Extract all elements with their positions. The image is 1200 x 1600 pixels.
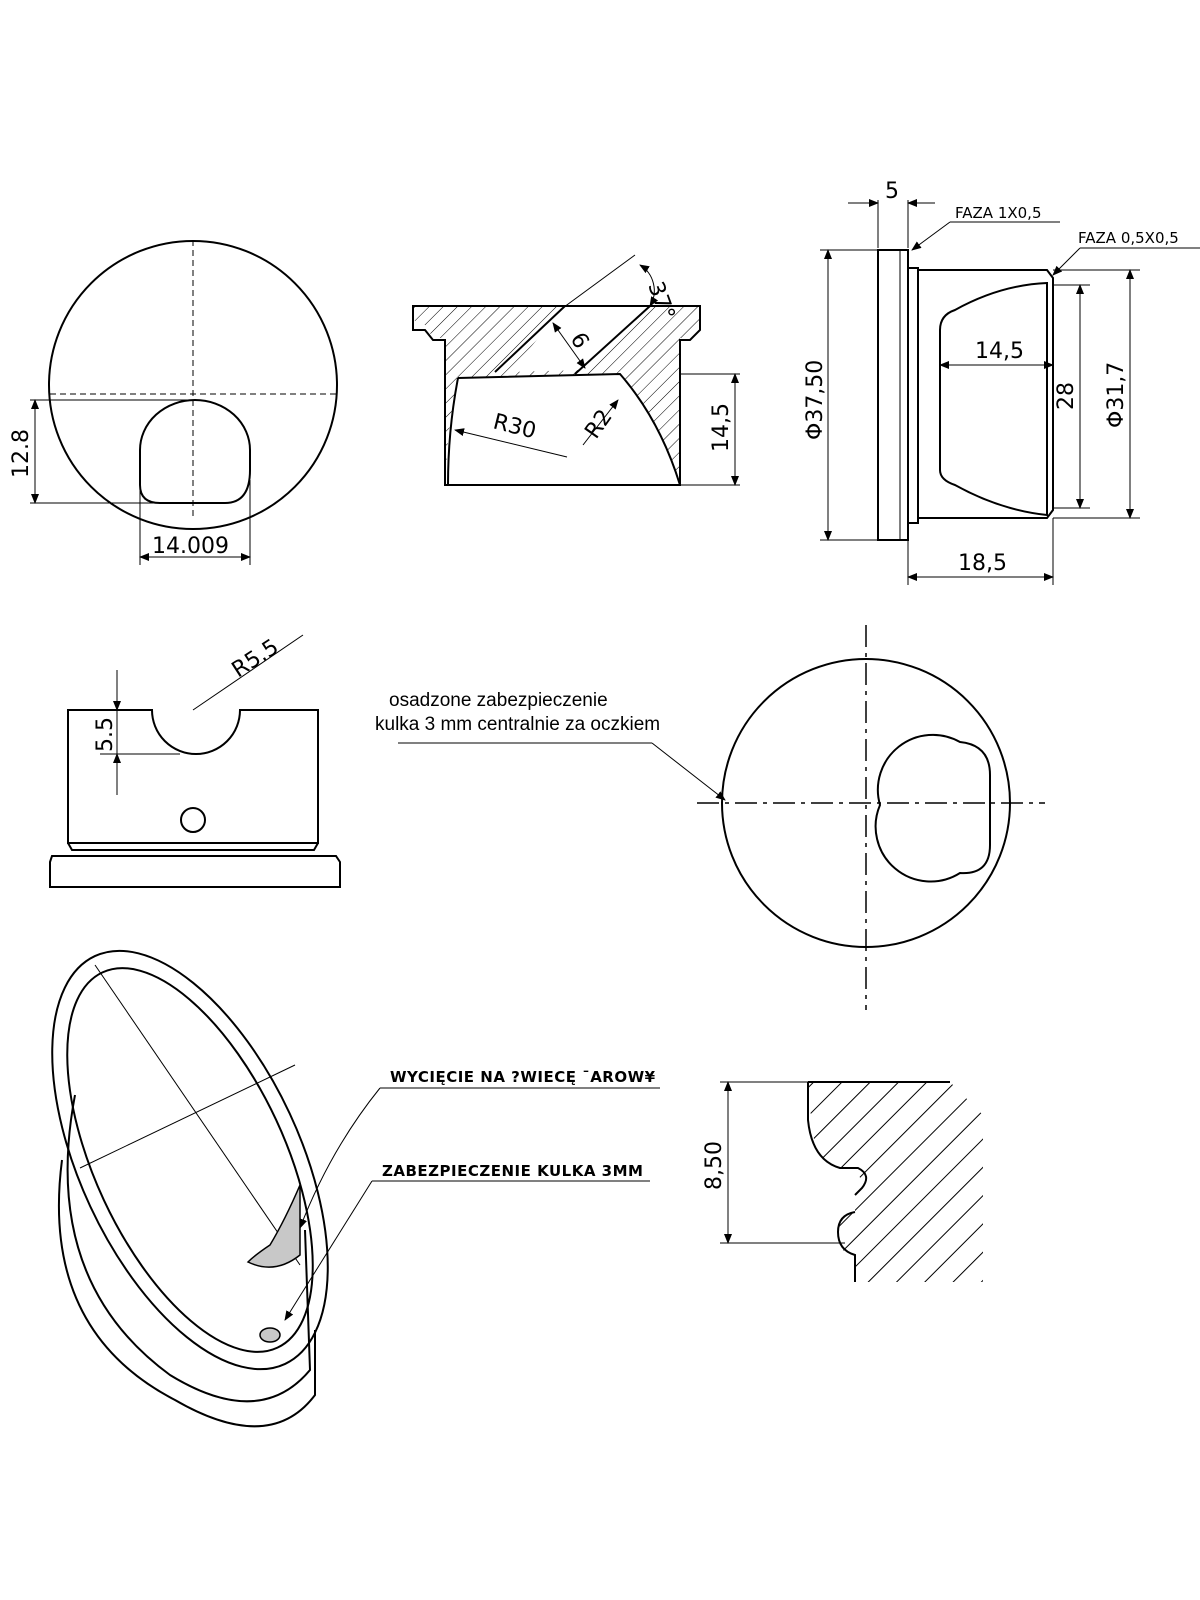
- body: [917, 269, 1054, 519]
- detail-profile: [807, 1081, 950, 1282]
- dim-5-5: 5.5: [93, 717, 118, 752]
- note-zabezpieczenie: ZABEZPIECZENIE KULKA 3MM: [382, 1162, 643, 1180]
- dim-12-8: 12.8: [9, 429, 34, 478]
- view-detail: 8,50: [702, 1081, 983, 1282]
- dim-14-5-left: 14,5: [709, 403, 734, 452]
- ball-hole: [180, 807, 206, 833]
- iso-cutout: [246, 1184, 301, 1268]
- block-outline: [67, 709, 319, 844]
- dim-r5-5: R5.5: [228, 635, 284, 683]
- iso-inner-top: [66, 967, 314, 1353]
- dim-5: 5: [885, 179, 899, 204]
- slot-outline: [139, 399, 251, 504]
- view-front-circle: 12.8 14.009: [9, 240, 338, 565]
- iso-outer-top: [51, 949, 329, 1371]
- dim-28: 28: [1054, 382, 1079, 410]
- flange: [877, 249, 909, 541]
- dim-8-50: 8,50: [702, 1141, 727, 1190]
- view-side: 5 FAZA 1X0,5 FAZA 0,5X0,5 Φ37,50 14,5 28…: [803, 179, 1200, 585]
- note-faza-1x05: FAZA 1X0,5: [955, 204, 1042, 222]
- view-isometric: WYCIĘCIE NA ?WIECĘ ¯AROW¥ ZABEZPIECZENIE…: [51, 949, 660, 1428]
- dim-14-009: 14.009: [152, 534, 229, 559]
- base-plate: [49, 855, 341, 888]
- note-kulka: kulka 3 mm centralnie za oczkiem: [375, 714, 660, 735]
- note-faza-05x05: FAZA 0,5X0,5: [1078, 229, 1179, 247]
- inner-cavity: [939, 281, 1048, 517]
- dim-dia-37-50: Φ37,50: [803, 360, 828, 440]
- view-circle-centerlines: osadzone zabezpieczenie kulka 3 mm centr…: [375, 625, 1045, 1010]
- slot-outline-2: [874, 733, 991, 883]
- note-osadzone: osadzone zabezpieczenie: [389, 690, 608, 711]
- section-outline: [412, 305, 701, 486]
- dim-14-5-side: 14,5: [975, 339, 1024, 364]
- view-section: 37° 6 R30 R2 14,5: [412, 254, 740, 486]
- note-wyciecie: WYCIĘCIE NA ?WIECĘ ¯AROW¥: [390, 1068, 656, 1086]
- view-top-notch: R5.5 5.5: [49, 634, 341, 888]
- iso-ball: [259, 1327, 281, 1343]
- dim-dia-31-7: Φ31,7: [1104, 362, 1129, 428]
- dim-18-5: 18,5: [958, 551, 1007, 576]
